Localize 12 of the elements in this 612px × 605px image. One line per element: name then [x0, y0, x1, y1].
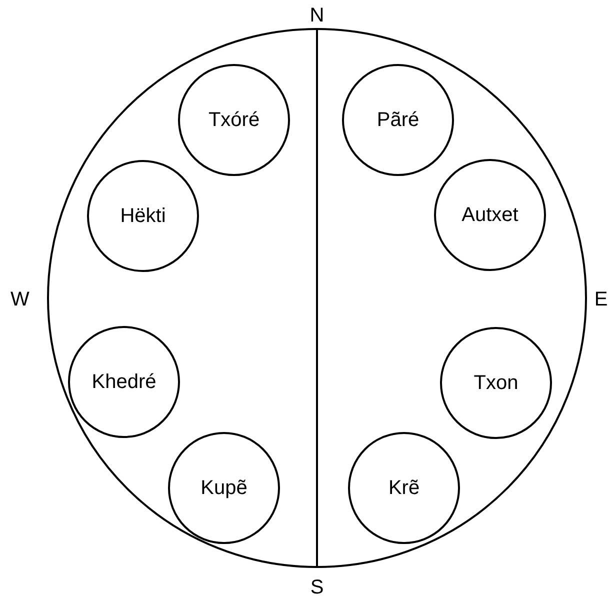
name-label: Krẽ: [388, 476, 420, 500]
name-label: Txon: [474, 372, 518, 394]
name-label: Kupẽ: [200, 476, 248, 500]
name-label: Txóré: [208, 108, 260, 132]
compass-label: S: [310, 576, 324, 600]
compass-label: E: [594, 288, 608, 312]
name-label: Hëkti: [120, 204, 166, 228]
compass-label: W: [10, 288, 30, 312]
compass-label: N: [310, 4, 324, 28]
name-label: Pãré: [376, 108, 420, 132]
name-label: Autxet: [462, 204, 518, 226]
name-label: Khedré: [92, 370, 156, 394]
